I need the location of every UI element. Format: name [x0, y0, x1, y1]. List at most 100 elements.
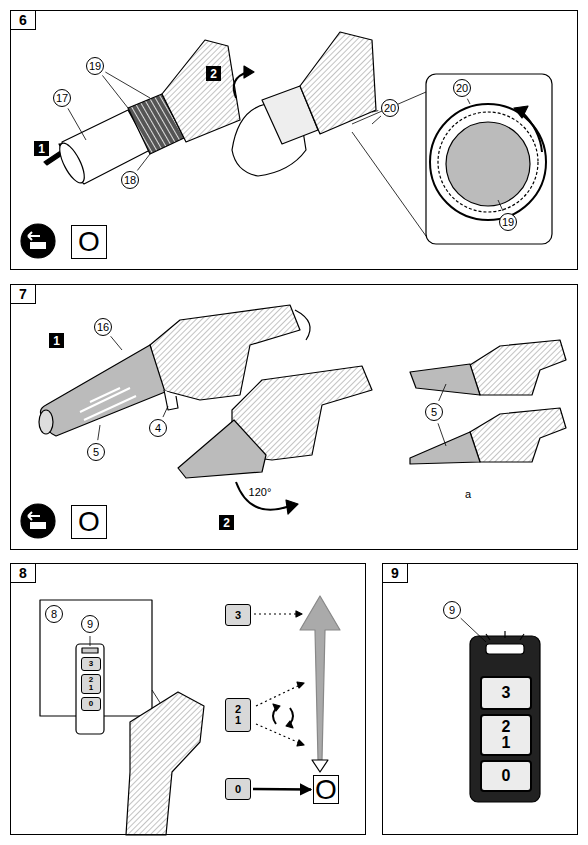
button-label: 3	[235, 610, 241, 621]
rotate-arrow	[236, 482, 290, 510]
nozzle-tip	[39, 410, 53, 434]
leader-line	[461, 618, 486, 642]
leader-line	[467, 99, 470, 104]
detail-leader	[352, 92, 426, 124]
callout-number: 17	[53, 89, 71, 107]
vacuum-body	[126, 692, 204, 835]
leader-line	[438, 423, 446, 446]
filter-disc	[446, 122, 530, 206]
led-rays	[486, 631, 524, 640]
leader-line	[439, 384, 446, 401]
button-label: 2	[210, 67, 217, 81]
leader-line	[98, 425, 100, 440]
button-label: 0	[502, 768, 511, 784]
callout-number: 16	[94, 318, 112, 336]
callout-number: 4	[149, 419, 167, 437]
figure-panel: 6 1 2O	[10, 10, 578, 270]
leader-line	[498, 200, 503, 211]
callout-number: 19	[499, 213, 517, 231]
button-label: 3	[89, 660, 93, 668]
power-arrow-end	[312, 760, 328, 772]
battery-remove-icon	[21, 224, 55, 258]
filter-ring	[430, 104, 546, 220]
power-off-box: O	[71, 225, 107, 259]
button-label: 1	[89, 684, 93, 692]
callout-number: 8	[45, 605, 63, 623]
rotate-arrow-head	[286, 500, 298, 514]
figure-panel: 832103210O	[10, 563, 366, 835]
switch-housing	[470, 636, 540, 802]
figure-number: 7	[11, 285, 36, 304]
nozzle	[40, 345, 165, 436]
step-number: 2	[206, 66, 221, 81]
button-label: 0	[235, 784, 241, 795]
vacuum-body	[162, 40, 240, 142]
mode-button: 3	[480, 676, 532, 710]
led	[82, 648, 98, 653]
leader-line	[111, 336, 122, 350]
icon-arrow	[28, 232, 40, 240]
vacuum-body	[470, 408, 566, 462]
hook	[164, 390, 178, 410]
icon-arrow	[28, 512, 40, 520]
step-number: 1	[34, 141, 49, 156]
button-label: 1	[53, 334, 60, 348]
button-label: O	[78, 508, 100, 536]
mode-button: 3	[225, 604, 251, 626]
mode-button: 21	[81, 674, 101, 694]
callout-number: 5	[425, 403, 443, 421]
annotation: a	[463, 488, 473, 500]
panel-housing	[76, 644, 104, 734]
strap	[295, 310, 310, 340]
power-off-box: O	[313, 775, 339, 804]
button-label: O	[315, 776, 337, 804]
mode-button: 21	[480, 714, 532, 756]
mode-button: 0	[225, 778, 251, 800]
button-label: O	[78, 228, 100, 256]
detail-leader	[352, 132, 426, 236]
mode-button: 0	[81, 697, 101, 711]
mode-button: 21	[225, 698, 251, 732]
callout-number: 20	[453, 79, 471, 97]
icon-battery	[30, 522, 46, 529]
leader-line	[105, 72, 150, 98]
detail-inset	[426, 74, 552, 244]
callout-number: 18	[121, 171, 139, 189]
rotate-arrow-head	[244, 66, 254, 78]
turn-arrow-head	[514, 106, 528, 118]
button-label: 0	[89, 700, 93, 708]
button-label: 2	[502, 719, 511, 735]
figure-number: 6	[11, 11, 36, 30]
icon-battery	[30, 242, 46, 249]
figure-panel: 93210	[382, 563, 578, 835]
led	[486, 644, 524, 654]
dotted-arrow-heads	[296, 611, 304, 746]
callout-number: 19	[86, 57, 104, 75]
button-label: 1	[235, 715, 241, 726]
power-arrow	[300, 596, 340, 760]
mode-button: 3	[81, 657, 101, 671]
figure-number: 8	[11, 564, 36, 583]
leader-line	[372, 116, 381, 124]
mode-button: 0	[480, 760, 532, 792]
annotation: 120°	[247, 486, 274, 498]
step-number: 1	[49, 333, 64, 348]
bag-opening	[55, 140, 89, 186]
detail-inset	[40, 600, 152, 716]
leader-line	[137, 154, 150, 170]
button-label: 2	[223, 516, 230, 530]
button-label: 1	[38, 142, 45, 156]
dotted-arrow	[254, 613, 302, 614]
power-off-box: O	[71, 505, 107, 539]
leader-line	[372, 111, 378, 112]
battery-remove-icon	[21, 504, 55, 538]
leader-line	[163, 406, 168, 417]
button-label: 2	[89, 676, 93, 684]
cycle-icon-heads	[273, 704, 293, 728]
nozzle-flat	[410, 432, 480, 464]
leader-line	[90, 636, 91, 646]
leader-line	[68, 108, 86, 140]
dotted-arrow	[256, 724, 302, 744]
nozzle-slots	[80, 388, 136, 420]
turn-arrow	[522, 112, 542, 152]
